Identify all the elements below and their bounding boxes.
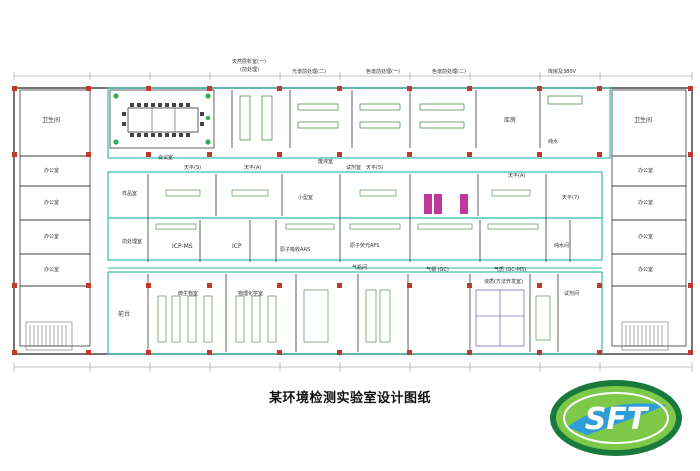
top-dimension-line <box>13 72 693 80</box>
svg-text:SFT: SFT <box>585 402 650 437</box>
label-top-c: 色谱前处理(一) <box>366 69 400 75</box>
label-top-d: 色谱前处理(二) <box>432 69 466 75</box>
room-phys: 物理化学室 <box>238 291 264 297</box>
bottom-benches <box>157 289 551 343</box>
room-small: 小型室 <box>298 195 314 201</box>
sft-logo: SFT <box>550 380 682 456</box>
room-micro: 微生物室 <box>178 291 199 297</box>
room-lab-prep: 试剂间 <box>564 291 580 297</box>
label-top-a: 天然层析室(一) <box>232 59 266 65</box>
floor-plan <box>12 72 693 372</box>
room-office-r1: 办公室 <box>638 168 654 174</box>
room-meeting: 会议室 <box>158 155 174 161</box>
room-balance2: 天平(A) <box>244 165 262 171</box>
room-water: 纯水间 <box>554 243 570 249</box>
corridors <box>107 87 611 355</box>
room-prep: 前处理室 <box>122 239 143 245</box>
bottom-rooms <box>147 274 559 352</box>
room-toilet-left: 卫生间 <box>42 117 61 124</box>
right-wing <box>611 89 687 347</box>
left-wing <box>19 89 91 347</box>
purple-furniture <box>475 289 525 347</box>
room-gas: 气瓶间 <box>352 265 368 271</box>
room-lcms: 液质(方法开发室) <box>484 279 523 285</box>
middle-rooms <box>147 174 571 262</box>
room-office-r4: 办公室 <box>638 267 654 273</box>
room-icpms: ICP-MS <box>172 243 193 250</box>
plants <box>113 93 211 145</box>
room-waste: 废液室 <box>318 159 334 165</box>
room-gc: 气相 (GC) <box>426 267 449 273</box>
left-stair <box>25 321 73 351</box>
room-pure: 纯水 <box>548 139 559 145</box>
columns <box>12 86 693 355</box>
room-reagent: 试剂室 <box>346 165 362 171</box>
room-office-l4: 办公室 <box>44 267 60 273</box>
label-top-b: 光谱前处理(二) <box>292 69 326 75</box>
room-gcms: 气质 (GC-MS) <box>494 267 527 273</box>
room-office-r3: 办公室 <box>638 234 654 240</box>
room-office-l1: 办公室 <box>44 168 60 174</box>
label-top-a2: (前处理) <box>240 67 259 73</box>
label-top-e: 库房及380V <box>548 69 576 75</box>
meeting-table <box>122 103 204 137</box>
room-office-l2: 办公室 <box>44 200 60 206</box>
building-outline <box>13 87 693 355</box>
room-toilet-right: 卫生间 <box>634 117 653 124</box>
room-icp: ICP <box>232 243 242 250</box>
room-afs: 原子荧光AFS <box>350 243 380 249</box>
room-balance1: 天平(S) <box>184 165 202 171</box>
bottom-dimension-line <box>13 362 693 372</box>
right-stair <box>621 321 669 351</box>
room-storage: 库房 <box>504 117 517 124</box>
room-balance3: 天平(5) <box>366 165 384 171</box>
drawing-caption: 某环境检测实验室设计图纸 <box>268 391 431 406</box>
room-balance4: 天平(A) <box>508 173 526 179</box>
fume-hoods <box>424 194 468 214</box>
middle-benches <box>155 189 539 230</box>
room-office-l3: 办公室 <box>44 234 60 240</box>
top-rooms <box>109 89 541 149</box>
room-aas: 原子吸收AAS <box>280 247 311 253</box>
room-balance5: 天平(7) <box>562 195 580 201</box>
top-benches <box>239 95 583 141</box>
room-sample: 样品室 <box>122 191 138 197</box>
room-reception: 前台 <box>118 311 131 318</box>
room-office-r2: 办公室 <box>638 200 654 206</box>
